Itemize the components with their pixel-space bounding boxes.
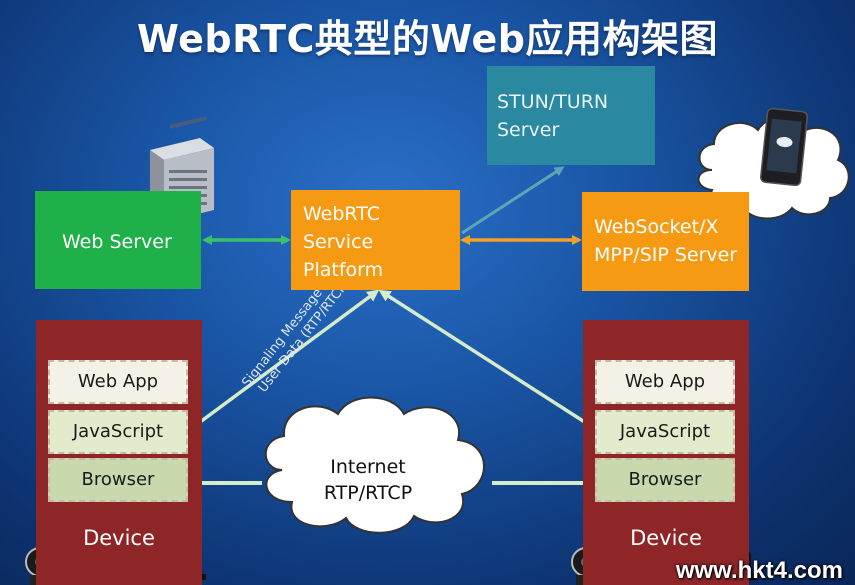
diagram-title: WebRTC典型的Web应用构架图	[137, 17, 718, 61]
web-app-layer: Web App	[595, 360, 735, 404]
edge-platform-left-device	[188, 289, 380, 431]
internet-line-1: Internet	[330, 456, 406, 478]
platform-line-2: Service	[303, 231, 374, 253]
platform-line-1: WebRTC	[303, 203, 381, 225]
smartphone-icon	[759, 107, 809, 187]
platform-line-3: Platform	[303, 259, 384, 281]
stun-line-2: Server	[497, 119, 560, 141]
web-server-node: Web Server	[35, 191, 201, 289]
webrtc-platform-node: WebRTC Service Platform	[291, 190, 460, 290]
device-label: Device	[630, 526, 702, 550]
javascript-layer: JavaScript	[595, 410, 735, 454]
device-left: Web App JavaScript Browser Device	[36, 320, 202, 585]
websocket-line-2: MPP/SIP Server	[594, 244, 738, 266]
internet-label: Internet RTP/RTCP	[308, 454, 428, 506]
web-server-label: Web Server	[62, 231, 172, 253]
websocket-server-node: WebSocket/X MPP/SIP Server	[582, 192, 749, 291]
web-app-layer: Web App	[48, 360, 188, 404]
stun-turn-node: STUN/TURN Server	[487, 66, 655, 165]
device-label: Device	[83, 526, 155, 550]
internet-cloud	[264, 396, 485, 534]
edge-platform-stun	[461, 166, 565, 235]
javascript-layer: JavaScript	[48, 410, 188, 454]
stun-line-1: STUN/TURN	[497, 91, 609, 113]
edge-platform-right-device	[378, 289, 598, 431]
watermark: www.hkt4.com	[675, 557, 843, 584]
browser-layer: Browser	[48, 458, 188, 502]
user-data-label: User Data (RTP/RTCP)	[256, 276, 354, 395]
browser-layer: Browser	[595, 458, 735, 502]
device-right: Web App JavaScript Browser Device	[583, 320, 749, 585]
internet-line-2: RTP/RTCP	[323, 482, 413, 504]
websocket-line-1: WebSocket/X	[594, 216, 719, 238]
